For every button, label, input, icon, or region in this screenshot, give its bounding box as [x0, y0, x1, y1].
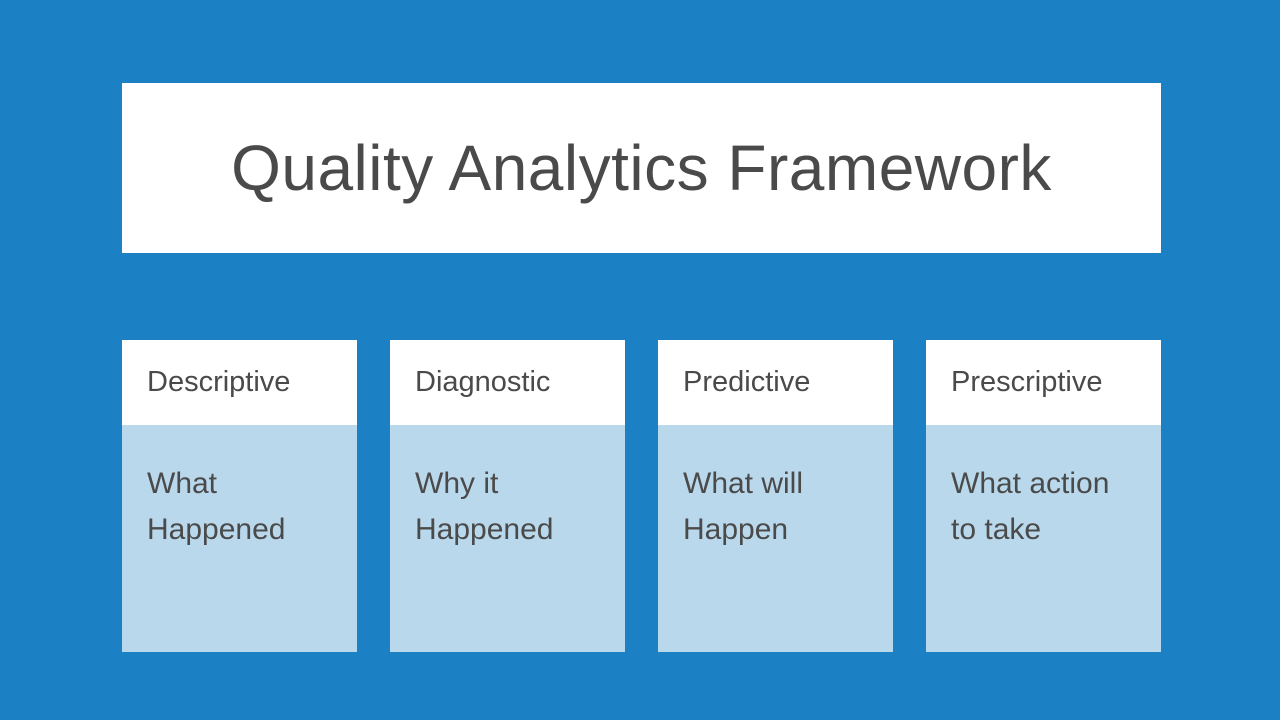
card-body-text: What action to take — [926, 425, 1161, 652]
card-descriptive: Descriptive What Happened — [122, 340, 357, 652]
card-body-text: What will Happen — [658, 425, 893, 652]
card-heading: Predictive — [658, 340, 893, 425]
card-prescriptive: Prescriptive What action to take — [926, 340, 1161, 652]
card-heading: Diagnostic — [390, 340, 625, 425]
cards-row: Descriptive What Happened Diagnostic Why… — [122, 340, 1161, 652]
card-body-text: What Happened — [122, 425, 357, 652]
slide-title: Quality Analytics Framework — [231, 132, 1052, 204]
card-heading: Descriptive — [122, 340, 357, 425]
card-predictive: Predictive What will Happen — [658, 340, 893, 652]
card-diagnostic: Diagnostic Why it Happened — [390, 340, 625, 652]
card-heading: Prescriptive — [926, 340, 1161, 425]
title-banner: Quality Analytics Framework — [122, 83, 1161, 253]
card-body-text: Why it Happened — [390, 425, 625, 652]
